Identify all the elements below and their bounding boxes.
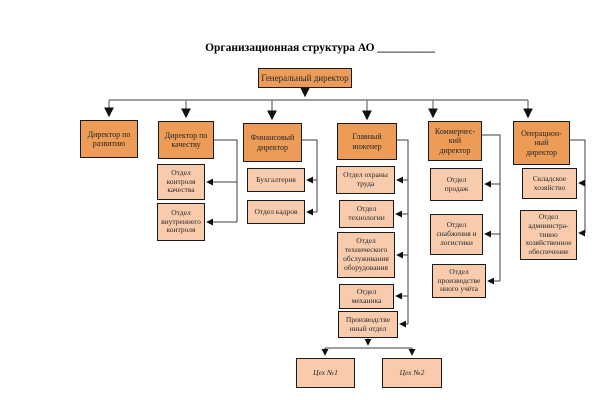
org-node-hr-dept: Отдел кадров <box>247 200 305 224</box>
org-node-mechanic-dept: Отдел механика <box>339 284 394 309</box>
org-node-admin-support-dept: Отдел администра- тивно хозяйственное об… <box>520 210 577 260</box>
connector-production-shops <box>321 338 416 356</box>
org-node-production-dept: Производстве нный отдел <box>338 311 398 338</box>
connector-operations-children <box>570 139 586 237</box>
org-node-accounting-dept: Бухгалтерия <box>247 168 305 192</box>
org-node-general-director: Генеральный директор <box>258 68 352 88</box>
org-node-warehouse-dept: Складское хозяйство <box>522 168 577 199</box>
connector-finance-children <box>302 139 318 216</box>
connector-quality-children <box>206 139 238 226</box>
org-node-shop-2: Цех №2 <box>382 358 442 388</box>
org-node-shop-1: Цех №1 <box>296 358 355 388</box>
org-node-quality-control-dept: Отдел контроля качества <box>157 164 205 200</box>
org-node-commercial-director: Коммерчес- кий директор <box>428 121 482 161</box>
org-node-quality-director: Директор по качеству <box>158 121 214 159</box>
org-node-production-accounting-dept: Отдел производстве нного учёта <box>432 264 486 298</box>
chart-title: Организационная структура АО __________ <box>205 42 435 54</box>
connector-commercial-children <box>482 134 501 285</box>
org-node-internal-control-dept: Отдел внутреннего контроля <box>157 203 205 241</box>
org-node-operations-director: Операцион- ный директор <box>513 121 570 165</box>
org-node-development-director: Директор по развитию <box>80 120 138 158</box>
org-node-chief-engineer: Главный инженер <box>337 123 397 160</box>
org-node-technology-dept: Отдел технологии <box>339 200 394 228</box>
org-node-labor-safety-dept: Отдел охраны труда <box>336 166 395 194</box>
org-node-finance-director: Финансовый директор <box>243 123 302 162</box>
org-node-equipment-maintenance-dept: Отдел технического обслуживания оборудов… <box>337 232 395 278</box>
org-node-supply-logistics-dept: Отдел снабжения и логистики <box>430 214 483 255</box>
connector-ceo-bus <box>104 87 533 121</box>
connector-engineer-children <box>395 139 409 328</box>
org-node-sales-dept: Отдел продаж <box>430 168 483 201</box>
